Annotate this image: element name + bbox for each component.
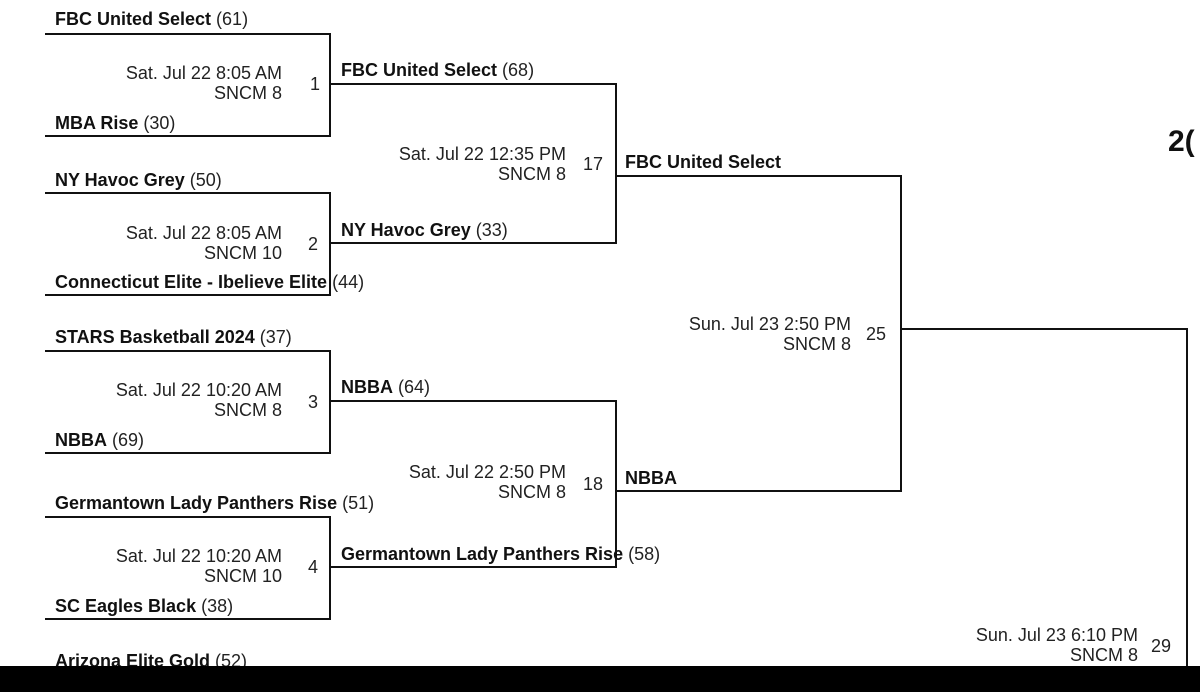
game-time: Sat. Jul 22 8:05 AM bbox=[125, 63, 282, 83]
game-number: 17 bbox=[583, 154, 604, 174]
game-time: Sun. Jul 23 6:10 PM bbox=[975, 625, 1138, 645]
game-time: Sat. Jul 22 2:50 PM bbox=[408, 462, 566, 482]
team-slot[interactable]: NY Havoc Grey (50) bbox=[55, 169, 222, 191]
team-slot[interactable]: Connecticut Elite - Ibelieve Elite (44) bbox=[55, 271, 364, 293]
game-info: Sun. Jul 23 6:10 PM SNCM 8 bbox=[976, 625, 1138, 665]
team-name: Germantown Lady Panthers Rise bbox=[341, 544, 624, 564]
team-name: MBA Rise bbox=[55, 113, 139, 133]
game-time: Sat. Jul 22 12:35 PM bbox=[398, 144, 566, 164]
bracket-line bbox=[45, 452, 331, 454]
team-slot[interactable]: FBC United Select (61) bbox=[55, 8, 248, 30]
game-number: 25 bbox=[866, 324, 887, 344]
team-name: NBBA bbox=[341, 377, 393, 397]
team-score: (44) bbox=[332, 272, 365, 292]
game-time: Sat. Jul 22 10:20 AM bbox=[115, 546, 282, 566]
team-name: Germantown Lady Panthers Rise bbox=[55, 493, 338, 513]
game-time: Sun. Jul 23 2:50 PM bbox=[688, 314, 851, 334]
team-name: STARS Basketball 2024 bbox=[55, 327, 255, 347]
team-slot[interactable]: NBBA bbox=[625, 467, 677, 489]
game-court: SNCM 8 bbox=[497, 164, 566, 184]
game-number: 18 bbox=[583, 474, 604, 494]
game-info: Sat. Jul 22 8:05 AM SNCM 8 bbox=[126, 63, 282, 103]
game-info: Sat. Jul 22 10:20 AM SNCM 10 bbox=[116, 546, 282, 586]
game-court: SNCM 10 bbox=[203, 243, 282, 263]
team-name: NBBA bbox=[625, 468, 677, 488]
game-court: SNCM 8 bbox=[213, 83, 282, 103]
team-name: Connecticut Elite - Ibelieve Elite bbox=[55, 272, 328, 292]
team-score: (30) bbox=[143, 113, 176, 133]
cutoff-heading: 2( bbox=[1168, 125, 1195, 158]
team-slot[interactable]: MBA Rise (30) bbox=[55, 112, 175, 134]
team-score: (69) bbox=[112, 430, 145, 450]
team-score: (58) bbox=[628, 544, 661, 564]
team-slot[interactable]: NBBA (64) bbox=[341, 376, 430, 398]
game-info: Sat. Jul 22 10:20 AM SNCM 8 bbox=[116, 380, 282, 420]
game-number: 2 bbox=[308, 234, 319, 254]
team-score: (38) bbox=[201, 596, 234, 616]
game-court: SNCM 8 bbox=[1069, 645, 1138, 665]
game-info: Sun. Jul 23 2:50 PM SNCM 8 bbox=[689, 314, 851, 354]
team-slot[interactable]: NBBA (69) bbox=[55, 429, 144, 451]
team-slot[interactable]: NY Havoc Grey (33) bbox=[341, 219, 508, 241]
game-court: SNCM 10 bbox=[203, 566, 282, 586]
bottom-bar bbox=[0, 666, 1200, 692]
team-score: (61) bbox=[216, 9, 249, 29]
bracket-line bbox=[1186, 328, 1188, 668]
bracket-line bbox=[902, 328, 1188, 330]
bracket-line bbox=[329, 33, 331, 137]
game-number: 1 bbox=[310, 74, 321, 94]
bracket-line bbox=[329, 192, 331, 296]
bracket-line bbox=[329, 516, 331, 620]
game-info: Sat. Jul 22 8:05 AM SNCM 10 bbox=[126, 223, 282, 263]
game-info: Sat. Jul 22 2:50 PM SNCM 8 bbox=[409, 462, 566, 502]
team-score: (68) bbox=[502, 60, 535, 80]
team-score: (51) bbox=[342, 493, 375, 513]
game-number: 29 bbox=[1151, 636, 1172, 656]
bracket-line bbox=[45, 135, 331, 137]
bracket-line bbox=[900, 175, 902, 492]
team-score: (50) bbox=[189, 170, 222, 190]
bracket-line bbox=[45, 192, 331, 194]
team-score: (64) bbox=[398, 377, 431, 397]
bracket-line bbox=[45, 33, 331, 35]
team-name: NY Havoc Grey bbox=[341, 220, 471, 240]
team-slot[interactable]: STARS Basketball 2024 (37) bbox=[55, 326, 292, 348]
game-info: Sat. Jul 22 12:35 PM SNCM 8 bbox=[399, 144, 566, 184]
game-court: SNCM 8 bbox=[213, 400, 282, 420]
bracket-line bbox=[615, 83, 617, 244]
bracket-line bbox=[45, 516, 331, 518]
bracket-line bbox=[45, 294, 331, 296]
bracket-line bbox=[331, 242, 617, 244]
bracket-line bbox=[45, 618, 331, 620]
team-name: SC Eagles Black bbox=[55, 596, 197, 616]
team-name: FBC United Select bbox=[341, 60, 498, 80]
team-name: NY Havoc Grey bbox=[55, 170, 185, 190]
bracket-line bbox=[329, 350, 331, 454]
team-slot[interactable]: Germantown Lady Panthers Rise (51) bbox=[55, 492, 374, 514]
bracket-line bbox=[617, 490, 902, 492]
bracket-line bbox=[331, 83, 617, 85]
game-number: 3 bbox=[308, 392, 319, 412]
team-slot[interactable]: SC Eagles Black (38) bbox=[55, 595, 233, 617]
bracket-line bbox=[45, 350, 331, 352]
bracket-line bbox=[331, 566, 617, 568]
team-name: FBC United Select bbox=[625, 152, 782, 172]
game-time: Sat. Jul 22 10:20 AM bbox=[115, 380, 282, 400]
team-slot[interactable]: FBC United Select (68) bbox=[341, 59, 534, 81]
game-court: SNCM 8 bbox=[497, 482, 566, 502]
bracket-line bbox=[617, 175, 902, 177]
team-slot[interactable]: FBC United Select bbox=[625, 151, 781, 173]
game-time: Sat. Jul 22 8:05 AM bbox=[125, 223, 282, 243]
game-number: 4 bbox=[308, 557, 319, 577]
bracket-line bbox=[331, 400, 617, 402]
game-court: SNCM 8 bbox=[782, 334, 851, 354]
bracket-line bbox=[615, 400, 617, 568]
team-name: FBC United Select bbox=[55, 9, 212, 29]
team-score: (33) bbox=[475, 220, 508, 240]
team-score: (37) bbox=[259, 327, 292, 347]
team-slot[interactable]: Germantown Lady Panthers Rise (58) bbox=[341, 543, 660, 565]
team-name: NBBA bbox=[55, 430, 107, 450]
